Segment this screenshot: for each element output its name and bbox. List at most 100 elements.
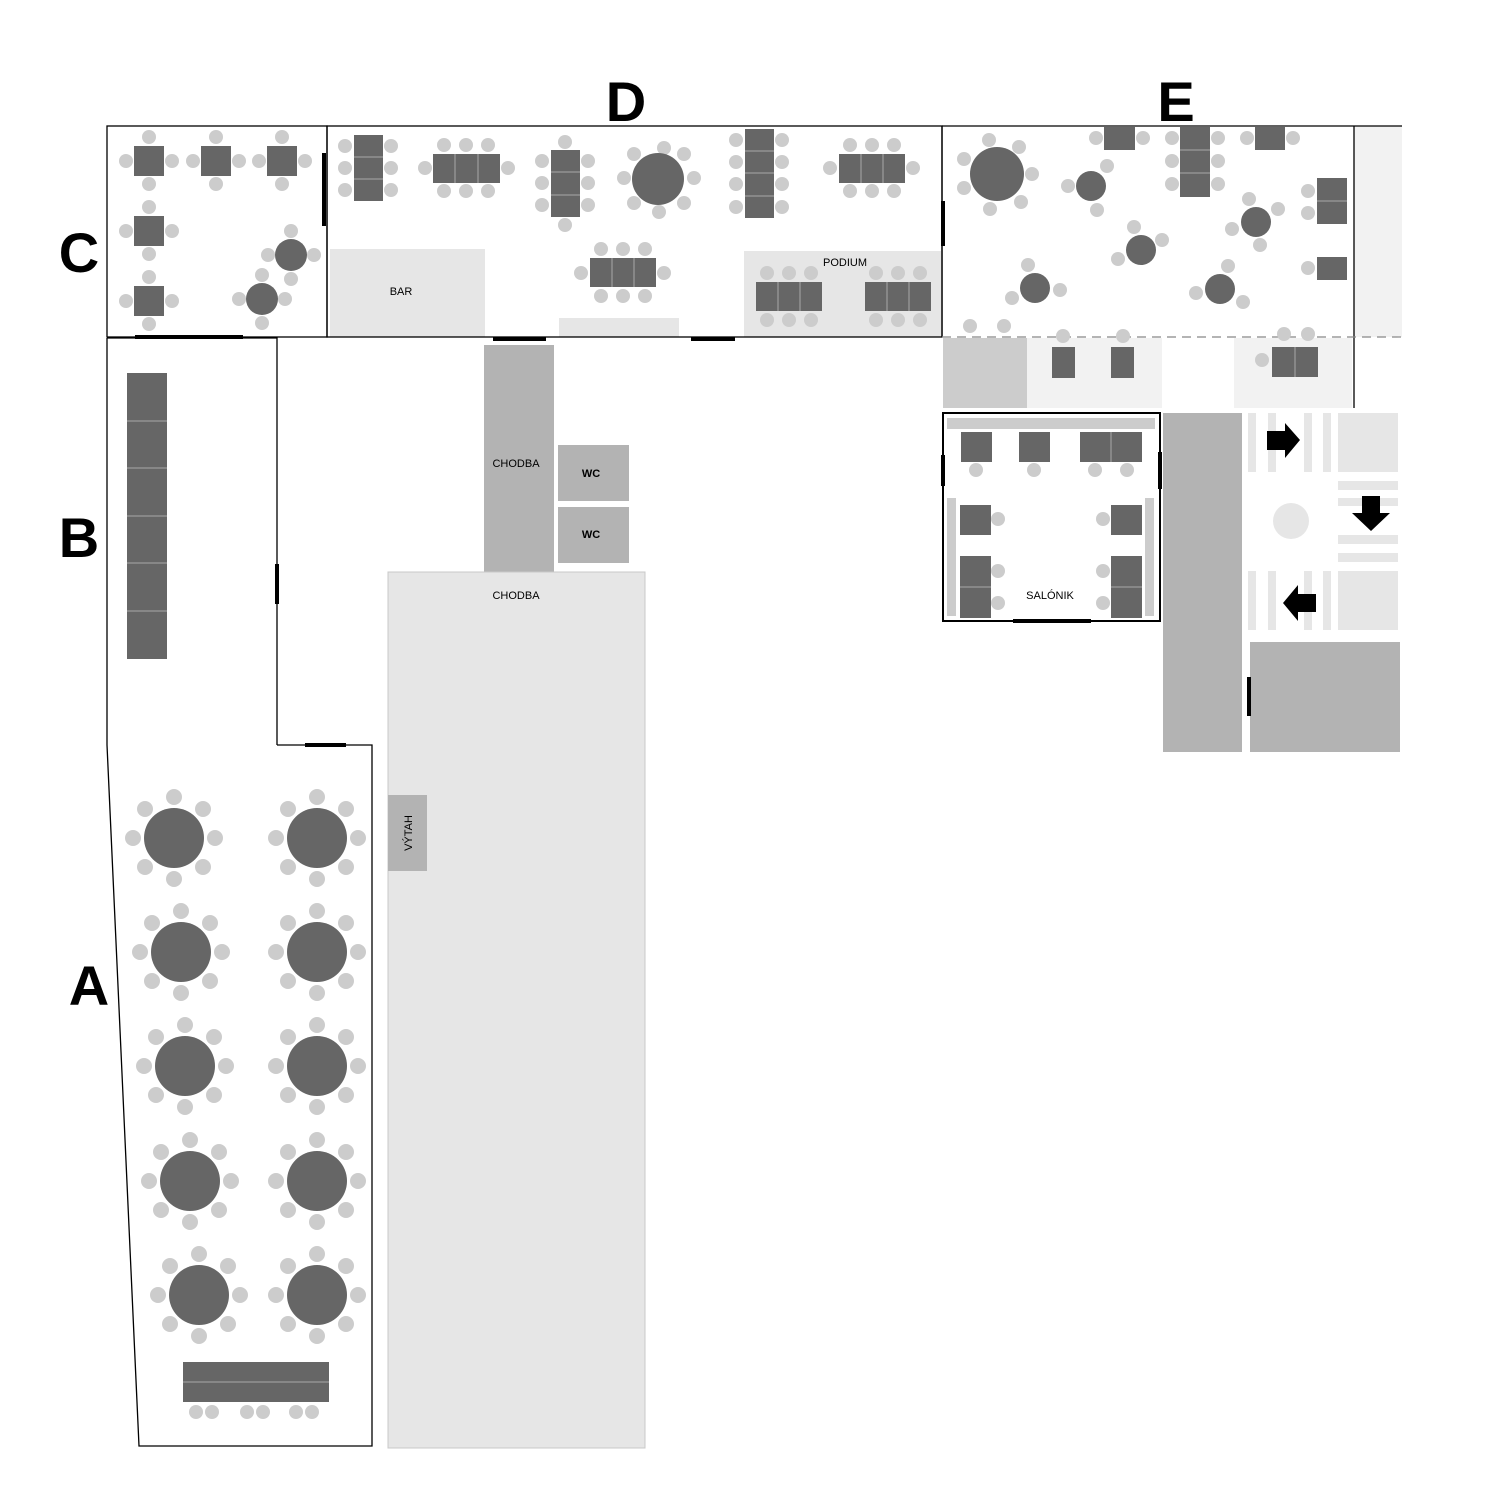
chair — [280, 1029, 296, 1045]
bar-counter-area — [559, 318, 679, 337]
table-group — [119, 270, 179, 331]
service-column — [1163, 413, 1242, 752]
chair — [177, 1099, 193, 1115]
table-group — [729, 129, 789, 218]
table-group — [1301, 178, 1347, 224]
section-b-furniture — [127, 373, 167, 659]
section-a-furniture — [125, 789, 366, 1344]
table-group — [1080, 432, 1142, 477]
round-table — [287, 808, 347, 868]
chair — [309, 871, 325, 887]
chair — [137, 859, 153, 875]
table-group — [1089, 127, 1150, 150]
table-group — [119, 200, 179, 261]
table-group — [1165, 127, 1225, 197]
chair — [309, 789, 325, 805]
chair — [350, 830, 366, 846]
chair — [148, 1087, 164, 1103]
table-group — [119, 130, 179, 191]
chair — [207, 830, 223, 846]
salonik-label: SALÓNIK — [1026, 589, 1074, 602]
table-group — [150, 1246, 248, 1344]
round-table — [169, 1265, 229, 1325]
table-group — [756, 266, 822, 327]
section-label-a: A — [69, 954, 109, 1017]
chair — [220, 1258, 236, 1274]
chair — [309, 903, 325, 919]
chair — [166, 871, 182, 887]
vytah-area — [388, 795, 427, 871]
chair — [280, 859, 296, 875]
section-label-c: C — [59, 221, 99, 284]
table-group — [1225, 192, 1285, 252]
chair — [173, 985, 189, 1001]
table-group — [1301, 257, 1347, 280]
section-a-banquet — [183, 1362, 329, 1419]
chair — [214, 944, 230, 960]
wc-room-2 — [558, 507, 629, 563]
salonik-strip-top — [947, 418, 1155, 429]
chair — [350, 1287, 366, 1303]
chair — [125, 830, 141, 846]
round-table — [160, 1151, 220, 1211]
table-group — [132, 903, 230, 1001]
salonik-furniture — [960, 432, 1142, 618]
chair — [350, 944, 366, 960]
table-group — [957, 133, 1039, 216]
stair-step — [1338, 535, 1398, 544]
chair — [338, 915, 354, 931]
e-strip-light-1 — [1027, 338, 1162, 408]
table-group — [960, 556, 1005, 618]
chair — [166, 789, 182, 805]
chair — [268, 1173, 284, 1189]
table-group — [268, 1132, 366, 1230]
chair — [309, 1132, 325, 1148]
chair — [338, 1144, 354, 1160]
stair-step — [1338, 481, 1398, 490]
stair-step — [1323, 413, 1331, 472]
chair — [162, 1316, 178, 1332]
chair — [137, 801, 153, 817]
e-right-pale-column — [1354, 126, 1402, 337]
table-group — [961, 432, 992, 477]
stair-step — [1338, 553, 1398, 562]
table-group — [268, 789, 366, 887]
arrow-down-icon — [1352, 496, 1390, 531]
table-group — [1061, 159, 1114, 217]
chair — [338, 1202, 354, 1218]
stair-step — [1323, 571, 1331, 630]
chair — [280, 801, 296, 817]
chodba-lower-label: CHODBA — [492, 590, 540, 602]
table-group — [268, 1246, 366, 1344]
bar-label: BAR — [390, 286, 413, 298]
section-label-d: D — [606, 70, 646, 133]
table-group — [1255, 327, 1318, 377]
table-group — [617, 141, 701, 219]
stair-landing-2 — [1338, 571, 1398, 630]
chair — [148, 1029, 164, 1045]
wc-label-2: WC — [582, 529, 600, 541]
wc-room-1 — [558, 445, 629, 501]
table-group — [261, 224, 321, 286]
chair — [202, 915, 218, 931]
stair-step — [1248, 571, 1256, 630]
podium-label: PODIUM — [823, 257, 867, 269]
stair-step — [1268, 571, 1276, 630]
chair — [963, 319, 977, 333]
chair — [997, 319, 1011, 333]
chair — [338, 859, 354, 875]
stair-landing-1 — [1338, 413, 1398, 472]
chair — [268, 944, 284, 960]
chair — [136, 1058, 152, 1074]
chair — [195, 801, 211, 817]
section-label-e: E — [1157, 70, 1194, 133]
chair — [206, 1087, 222, 1103]
chair — [150, 1287, 166, 1303]
round-table — [144, 808, 204, 868]
e-strip-dark — [943, 338, 1027, 408]
chair — [232, 1287, 248, 1303]
table-group — [136, 1017, 234, 1115]
salonik-strip-left — [947, 498, 956, 616]
chair — [191, 1328, 207, 1344]
